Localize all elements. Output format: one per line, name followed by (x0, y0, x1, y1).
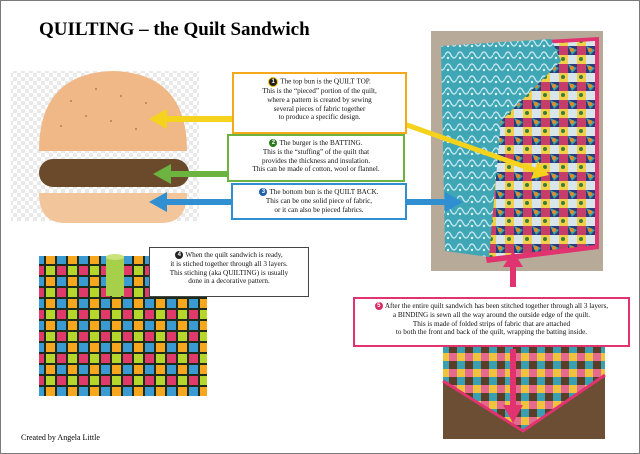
quilting-line: When the quilt sandwich is ready, (185, 251, 283, 259)
step-3-badge: 3 (259, 188, 268, 197)
batting-line: The burger is the BATTING. (279, 139, 363, 147)
arrow-batting (153, 164, 237, 184)
step-2-badge: 2 (269, 139, 278, 148)
binding-photo (442, 347, 606, 439)
top-bun (39, 71, 187, 151)
quilting-line: done in a decorative pattern. (188, 277, 270, 286)
batting-line: This is the “stuffing” of the quilt that (262, 147, 370, 156)
quilting-line: This stiching (aka QUILTING) is usually (169, 268, 289, 277)
binding-line: a BINDING is sewn all the way around the… (392, 310, 591, 319)
binding-line: This is made of folded strips of fabric … (412, 319, 571, 328)
quilt-photo (431, 31, 603, 271)
quilt-back-line: or it can also be pieced fabrics. (274, 205, 364, 214)
quilt-top-line: This is the “pieced” portion of the quil… (262, 87, 377, 95)
binding-line: to both the front and back of the quilt,… (395, 328, 588, 337)
patty (39, 159, 189, 187)
binding-line: After the entire quilt sandwich has been… (384, 302, 609, 310)
bottom-bun (39, 193, 187, 223)
step-1-badge: 1 (268, 77, 279, 87)
step-5-badge: 5 (374, 302, 383, 311)
author-credit: Created by Angela Little (21, 433, 100, 442)
page-title: QUILTING – the Quilt Sandwich (39, 19, 310, 40)
quilt-top-line: to produce a specific design. (278, 113, 361, 122)
quilting-line: it is stiched together through all 3 lay… (170, 259, 288, 268)
step-4-badge: 4 (175, 251, 184, 260)
batting-line: provides the thickness and insulation. (262, 156, 370, 165)
quilt-top-line: where a pattern is created by sewing (267, 95, 372, 104)
quilt-top-line: The top bun is the QUILT TOP. (280, 77, 371, 86)
quilt-top-line: several pieces of fabric together (273, 104, 366, 113)
quilt-back-line: This can be one solid piece of fabric, (265, 196, 373, 205)
arrow-quilt-back (149, 192, 463, 212)
batting-line: This can be made of cotton, wool or flan… (252, 165, 380, 174)
quilt-back-line: The bottom bun is the QUILT BACK. (269, 188, 379, 196)
arrow-binding (503, 251, 523, 423)
